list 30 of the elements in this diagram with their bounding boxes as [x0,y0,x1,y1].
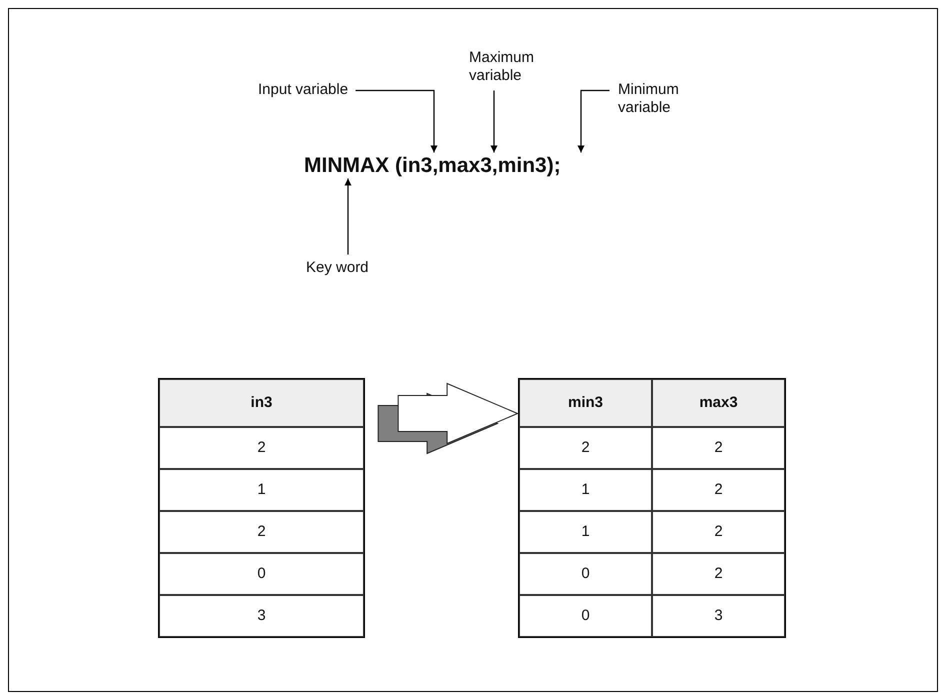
table-cell: 2 [519,427,652,469]
leader-arrow [578,90,610,152]
data-table [158,378,365,638]
leader-arrow [356,90,438,152]
table-cell: 1 [519,511,652,553]
table-cell: 1 [159,469,364,511]
leader-arrow [344,178,352,254]
table-cell: 0 [519,595,652,637]
table-cell: 3 [652,595,785,637]
table-cell: 2 [652,511,785,553]
table-cell: 2 [652,427,785,469]
callout-text: Key word [306,259,369,277]
table-cell: 0 [159,553,364,595]
data-table [518,378,786,638]
leader-arrow [490,90,498,152]
table-cell: 2 [159,427,364,469]
table-header-cell: in3 [159,379,364,427]
table-header-cell: max3 [652,379,785,427]
table-header-cell: min3 [519,379,652,427]
table-cell: 2 [652,553,785,595]
table-cell: 2 [159,511,364,553]
callout-text: Minimum variable [618,81,708,117]
callout-text: Maximum variable [469,49,559,85]
table-cell: 1 [519,469,652,511]
table-cell: 2 [652,469,785,511]
table-cell: 0 [519,553,652,595]
callout-text: Input variable [258,81,348,99]
block-arrow [378,382,519,454]
code-statement: MINMAX (in3,max3,min3); [304,155,561,178]
table-cell: 3 [159,595,364,637]
